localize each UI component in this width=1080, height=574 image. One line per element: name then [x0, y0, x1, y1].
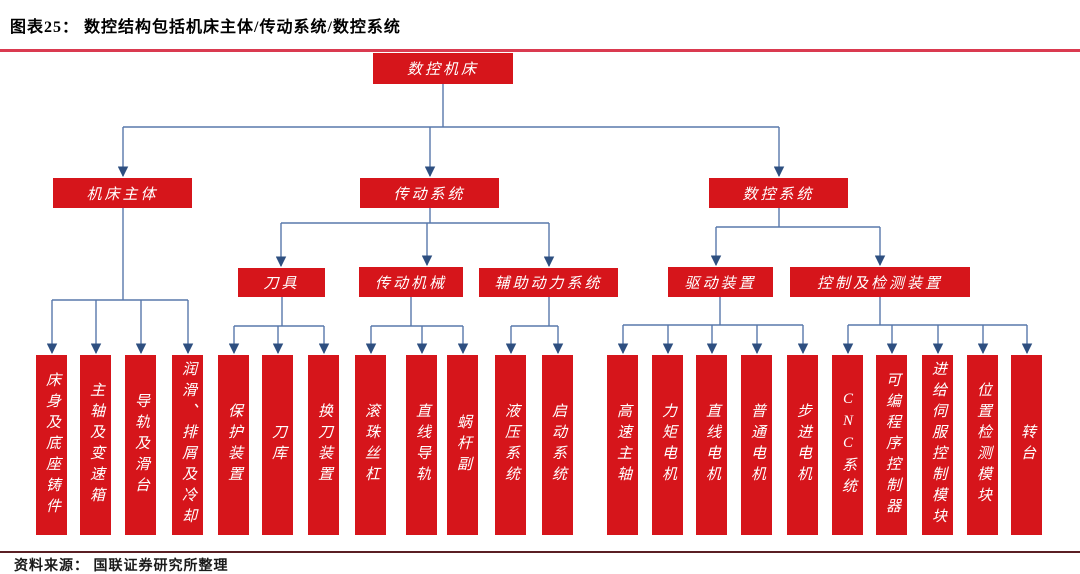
tree-leaf: 直线电机 [696, 355, 727, 535]
tree-leaf: 步进电机 [787, 355, 818, 535]
node-transmission-system: 传动系统 [360, 178, 499, 208]
tree-leaf: 可编程序控制器 [876, 355, 907, 535]
node-aux-power-system: 辅助动力系统 [479, 268, 618, 297]
node-cnc-system: 数控系统 [709, 178, 848, 208]
node-control-detection-device: 控制及检测装置 [790, 267, 970, 297]
title-rule [0, 49, 1080, 52]
tree-leaf: 主轴及变速箱 [80, 355, 111, 535]
tree-leaf: 普通电机 [741, 355, 772, 535]
tree-leaf: 位置检测模块 [967, 355, 998, 535]
node-cutting-tools: 刀具 [238, 268, 325, 297]
tree-leaf: 进给伺服控制模块 [922, 355, 953, 535]
tree-leaf: 启动系统 [542, 355, 573, 535]
tree-leaf: CNC系统 [832, 355, 863, 535]
figure-title: 图表25： 数控结构包括机床主体/传动系统/数控系统 [10, 19, 401, 36]
node-drive-device: 驱动装置 [668, 267, 773, 297]
tree-leaf: 刀库 [262, 355, 293, 535]
tree-leaf: 液压系统 [495, 355, 526, 535]
tree-leaf: 力矩电机 [652, 355, 683, 535]
tree-leaf: 换刀装置 [308, 355, 339, 535]
tree-leaf: 润滑、排屑及冷却 [172, 355, 203, 535]
tree-leaf: 滚珠丝杠 [355, 355, 386, 535]
tree-leaf: 导轨及滑台 [125, 355, 156, 535]
node-transmission-machinery: 传动机械 [359, 267, 463, 297]
tree-leaf: 保护装置 [218, 355, 249, 535]
source-note: 资料来源： 国联证券研究所整理 [14, 559, 229, 574]
connectors-group [46, 84, 1033, 355]
node-root: 数控机床 [373, 53, 513, 84]
tree-leaf: 转台 [1011, 355, 1042, 535]
tree-leaf: 床身及底座铸件 [36, 355, 67, 535]
node-machine-body: 机床主体 [53, 178, 192, 208]
tree-leaf: 直线导轨 [406, 355, 437, 535]
tree-leaf: 蜗杆副 [447, 355, 478, 535]
footer-rule [0, 551, 1080, 553]
tree-leaf: 高速主轴 [607, 355, 638, 535]
